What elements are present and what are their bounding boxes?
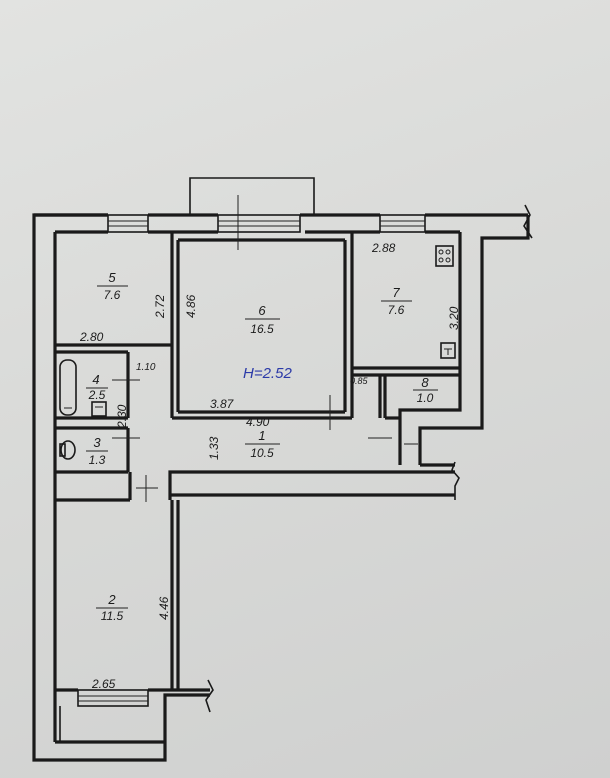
- balcony-top: [189, 177, 315, 215]
- room-number: 4: [92, 372, 99, 387]
- room-number: 7: [392, 285, 400, 300]
- room-8-label: 8 1.0: [413, 375, 438, 405]
- dimension-labels: 2.88 2.72 4.86 3.20 2.80 1.10 2.30 0.85 …: [79, 241, 461, 691]
- room-1-label: 1 10.5: [245, 428, 280, 460]
- room-6-label: 6 16.5: [245, 303, 280, 336]
- dimension-label: 2.65: [91, 677, 116, 691]
- bathroom-walls: [55, 350, 158, 502]
- dimension-label: 1.10: [136, 362, 156, 373]
- room-number: 6: [258, 303, 266, 318]
- dimension-label: 2.88: [371, 241, 396, 255]
- room-2-walls: [55, 472, 210, 744]
- room-area: 10.5: [250, 446, 274, 460]
- room-number: 5: [108, 270, 116, 285]
- dimension-label: 4.86: [184, 294, 198, 318]
- room-5-walls: [55, 232, 180, 418]
- dimension-label: 1.33: [207, 436, 221, 460]
- room-number: 2: [107, 592, 116, 607]
- outer-walls: [32, 204, 533, 762]
- room-number: 8: [421, 375, 429, 390]
- room-area: 7.6: [104, 288, 121, 302]
- room-area: 11.5: [101, 609, 124, 623]
- room-4-label: 4 2.5: [86, 372, 108, 402]
- dimension-label: 4.46: [157, 596, 171, 620]
- room-number: 3: [93, 435, 101, 450]
- ceiling-height-label: H=2.52: [243, 365, 292, 382]
- room-labels: 5 7.6 6 16.5 7 7.6 8 1.0 4 2.5 3 1.3: [86, 270, 438, 623]
- room-6-walls: [172, 195, 354, 430]
- dimension-label: 3.87: [210, 397, 235, 411]
- room-5-label: 5 7.6: [97, 270, 128, 302]
- room-7-label: 7 7.6: [381, 285, 412, 317]
- room-area: 1.0: [417, 391, 434, 405]
- dimension-label: 0.85: [350, 376, 369, 386]
- room-area: 1.3: [89, 453, 106, 467]
- room-2-label: 2 11.5: [96, 592, 128, 623]
- dimension-label: 2.80: [79, 330, 104, 344]
- room-area: 16.5: [250, 322, 274, 336]
- room-3-label: 3 1.3: [86, 435, 108, 467]
- dimension-label: 2.72: [153, 294, 167, 319]
- dimension-label: 4.90: [246, 415, 270, 429]
- room-number: 1: [258, 428, 265, 443]
- room-area: 2.5: [88, 388, 106, 402]
- room-area: 7.6: [388, 303, 405, 317]
- dimension-label: 3.20: [447, 306, 461, 330]
- room-7-8-walls: [352, 245, 460, 445]
- dimension-label: 2.30: [115, 404, 129, 429]
